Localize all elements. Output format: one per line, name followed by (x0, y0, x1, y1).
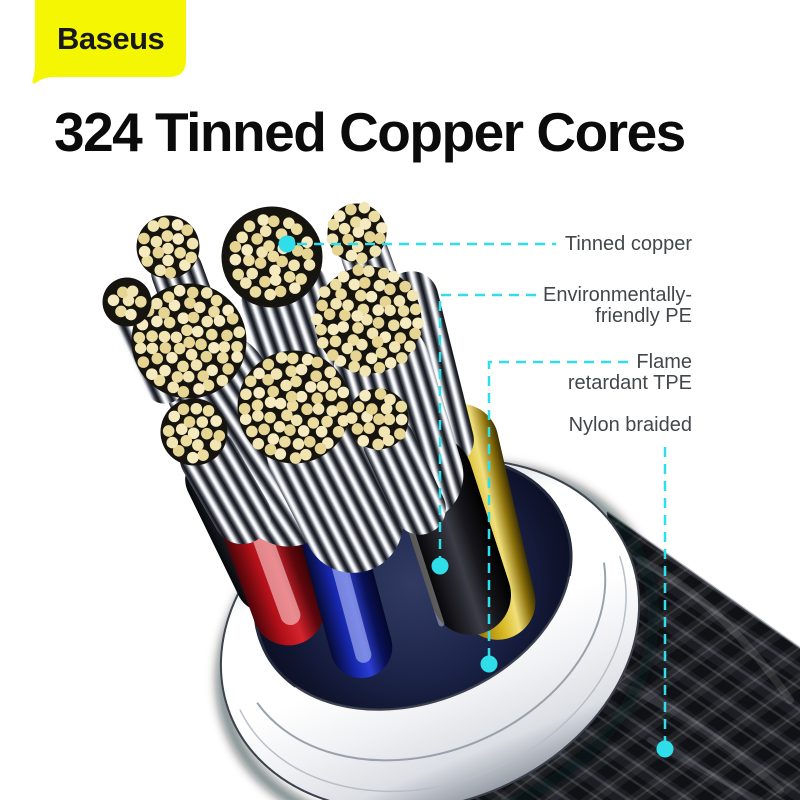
page-title: 324 Tinned Copper Cores (54, 101, 686, 163)
callout-anchor-dots (278, 235, 674, 758)
callout-label-nylon-braided: Nylon braided (569, 413, 692, 437)
connector-tpe (487, 360, 628, 658)
callout-line: friendly PE (595, 305, 692, 327)
anchor-dot-tpe (480, 655, 498, 673)
callout-label-tinned-copper: Tinned copper (565, 232, 692, 256)
callout-line: retardant TPE (567, 372, 692, 394)
logo-badge-shape (32, 0, 186, 84)
connector-pe (438, 293, 536, 560)
baseus-logo (32, 0, 186, 84)
callout-connector-lines (297, 242, 667, 743)
tinned-copper-bundles (102, 201, 424, 466)
anchor-dot-tinned-copper (278, 235, 296, 253)
anchor-dot-pe (431, 557, 449, 575)
callout-line: Nylon braided (568, 414, 692, 436)
callout-line: Tinned copper (564, 233, 692, 255)
callout-label-flame-retardant-tpe: Flame retardant TPE (568, 352, 692, 394)
anchor-dot-nylon (656, 740, 674, 758)
callout-line: Environmentally- (543, 284, 692, 306)
callout-label-environmentally-friendly-pe: Environmentally- friendly PE (543, 285, 692, 327)
callout-line: Flame (636, 351, 692, 373)
logo-wordmark: Baseus (57, 21, 165, 56)
